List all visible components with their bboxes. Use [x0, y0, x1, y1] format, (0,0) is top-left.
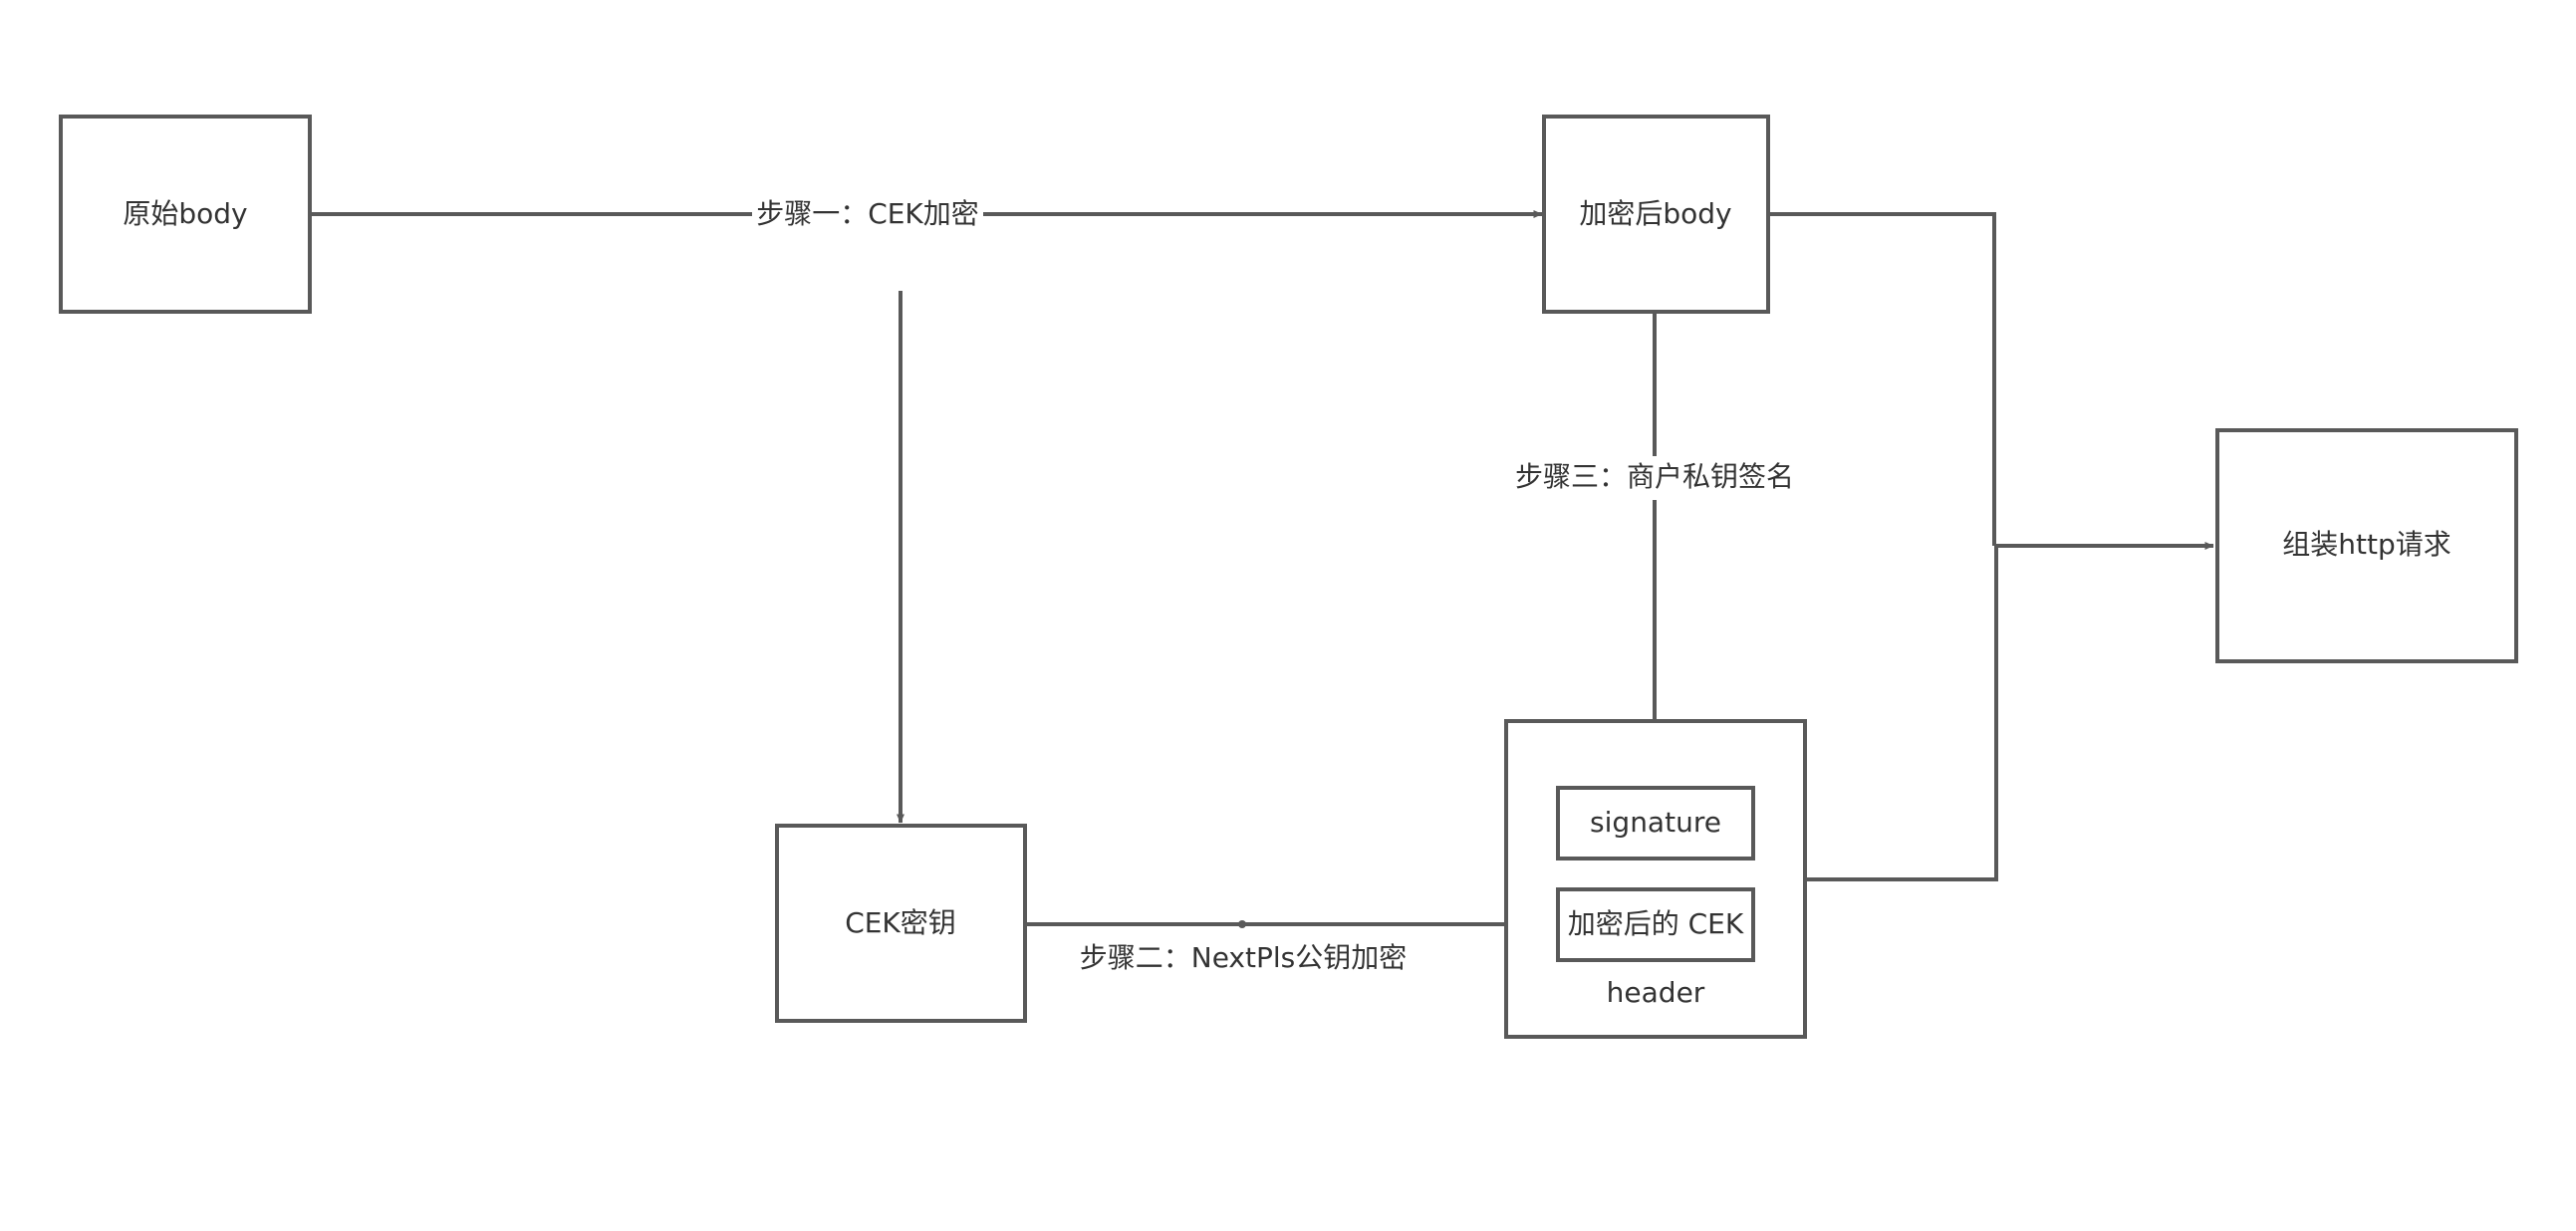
edge-label-step2: 步骤二：NextPls公钥加密 — [1080, 941, 1407, 974]
node-assemble-http-request — [2215, 428, 2518, 663]
edge-encrypted-body-to-assemble — [1770, 212, 1996, 546]
edge-header-to-assemble — [1807, 546, 1998, 881]
edge-label-step3: 步骤三：商户私钥签名 — [1515, 460, 1794, 493]
node-signature — [1556, 786, 1755, 861]
node-assemble-http-request-label: 组装http请求 — [2282, 528, 2450, 561]
node-header — [1504, 719, 1807, 1039]
edge-step2-junction-dot — [1238, 920, 1246, 928]
node-raw-body — [59, 115, 312, 314]
node-raw-body-label: 原始body — [123, 197, 247, 230]
node-signature-label: signature — [1590, 806, 1721, 839]
node-header-label: header — [1607, 976, 1705, 1009]
node-cek-key-label: CEK密钥 — [845, 906, 956, 939]
edge-label-step1: 步骤一：CEK加密 — [756, 197, 979, 230]
node-encrypted-cek — [1556, 887, 1755, 962]
node-encrypted-body — [1542, 115, 1770, 314]
node-encrypted-body-label: 加密后body — [1579, 197, 1731, 230]
node-cek-key — [775, 824, 1027, 1023]
node-encrypted-cek-label: 加密后的 CEK — [1568, 907, 1744, 940]
